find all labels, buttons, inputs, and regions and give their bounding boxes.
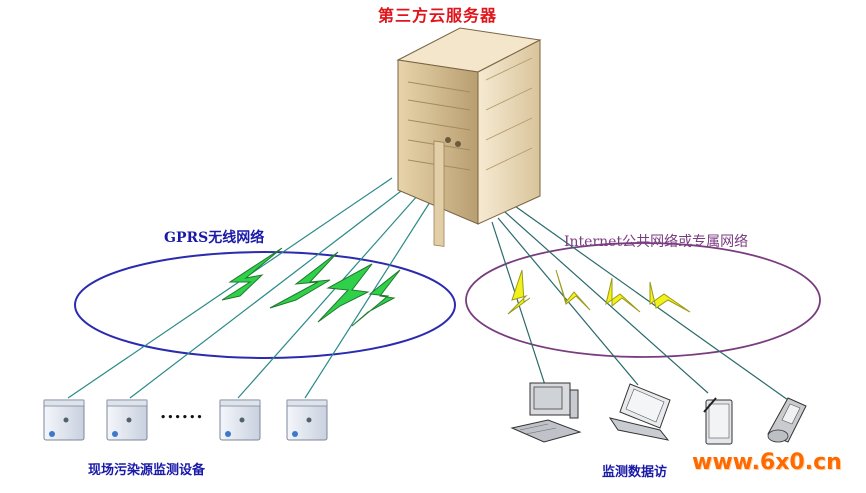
gprs-bolt-1	[221, 247, 283, 301]
field-device-4	[286, 399, 328, 441]
gprs-network-ellipse	[74, 251, 456, 359]
field-device-3	[219, 399, 261, 441]
data-access-label: 监测数据访	[602, 465, 668, 480]
internet-bolt-4	[649, 281, 691, 313]
internet-wireless-bolts	[507, 269, 691, 315]
gprs-network-label: GPRS无线网络	[164, 230, 265, 246]
internet-network-ellipse	[465, 242, 821, 358]
watermark: www.6x0.cn	[692, 450, 842, 475]
internet-bolt-3	[605, 277, 641, 313]
gprs-bolt-2	[269, 251, 339, 309]
gprs-bolt-3	[317, 263, 373, 323]
internet-network-label: Internet公共网络或专属网络	[564, 234, 749, 250]
tablet-icon	[703, 397, 733, 445]
field-devices-label: 现场污染源监测设备	[88, 463, 206, 478]
internet-bolt-1	[507, 269, 531, 315]
cloud-server-title: 第三方云服务器	[378, 6, 498, 25]
gprs-wireless-bolts	[221, 247, 401, 327]
field-device-1	[43, 399, 85, 441]
field-device-2	[106, 399, 148, 441]
desktop-computer-icon	[510, 382, 582, 443]
device-ellipsis: ......	[160, 402, 204, 423]
mobile-phone-icon	[767, 397, 807, 443]
internet-bolt-2	[555, 269, 591, 311]
cloud-server-icon	[396, 27, 542, 247]
gprs-bolt-4	[351, 269, 401, 327]
gprs-connection-lines	[67, 177, 431, 399]
laptop-icon	[608, 383, 671, 441]
